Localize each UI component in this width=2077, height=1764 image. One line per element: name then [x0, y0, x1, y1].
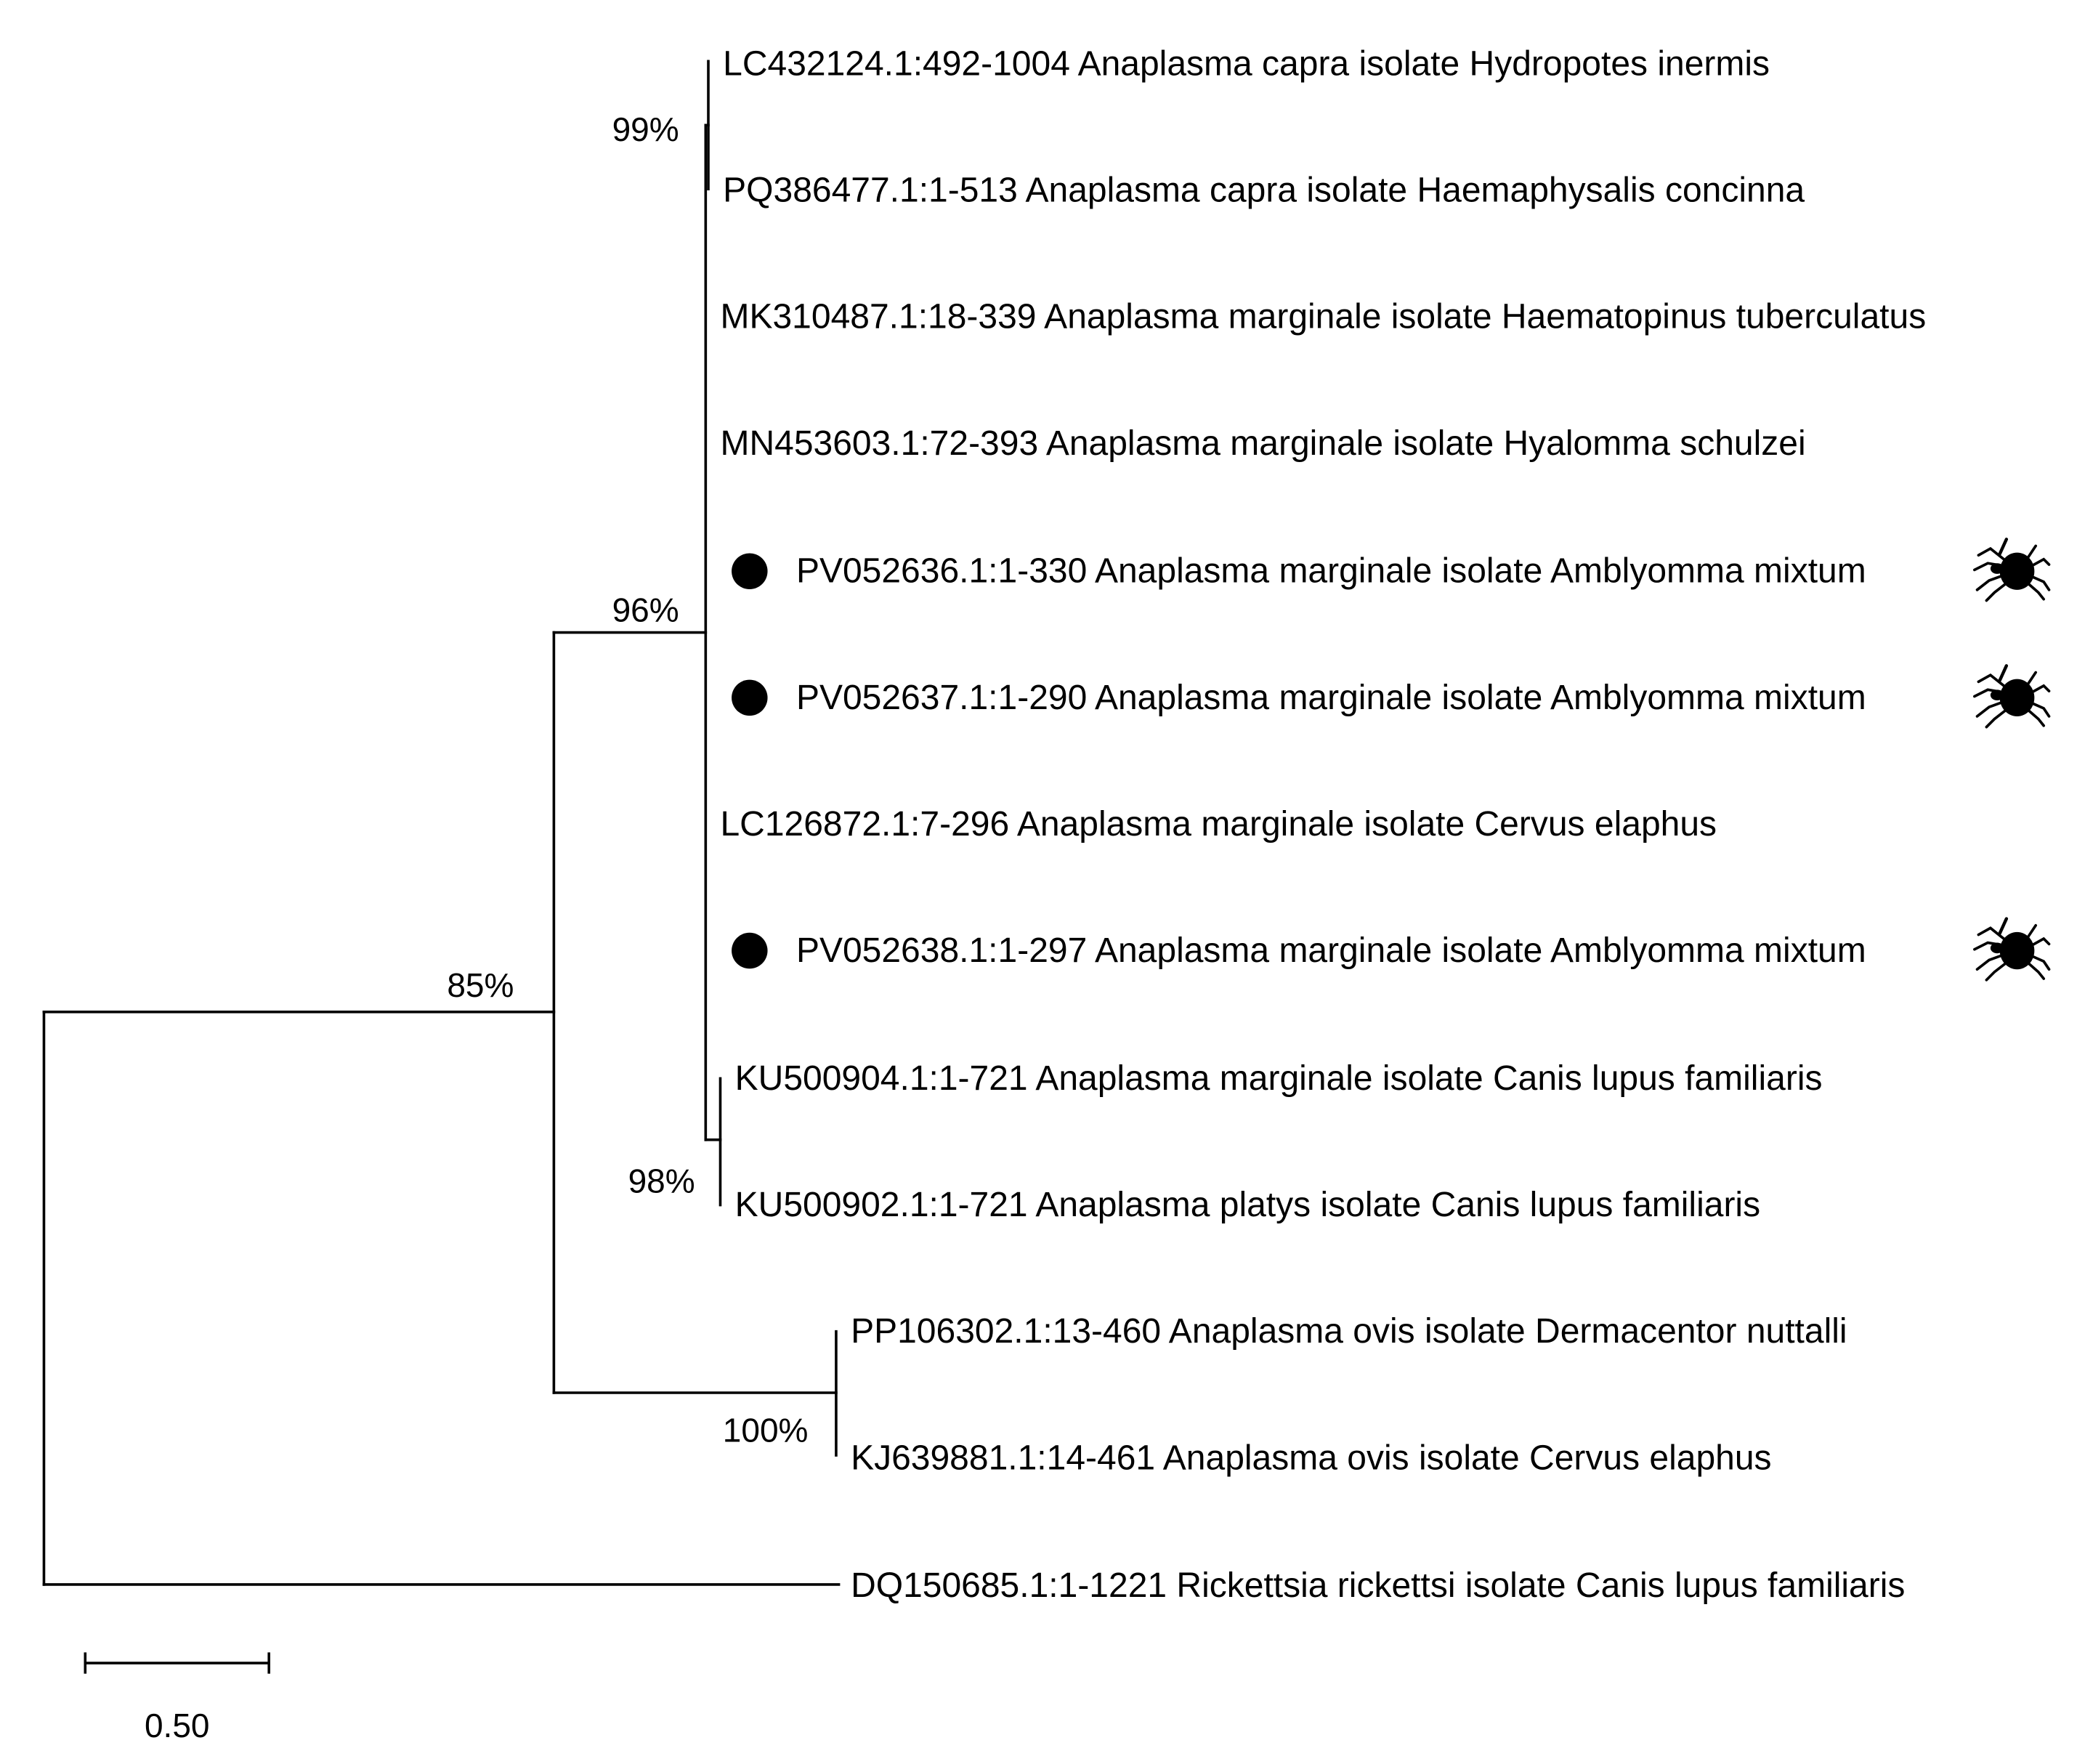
leaf-label-lc432124: LC432124.1:492-1004 Anaplasma capra isol… — [723, 44, 1770, 83]
support-anaplasma-clade: 96% — [612, 591, 679, 628]
filled-circle-icon — [732, 553, 768, 589]
leaf-markers — [732, 553, 768, 969]
support-root: 85% — [447, 966, 514, 1004]
filled-circle-icon — [732, 679, 768, 716]
leaf-label-pq386477: PQ386477.1:1-513 Anaplasma capra isolate… — [723, 171, 1805, 210]
filled-circle-icon — [732, 932, 768, 969]
leaf-label-ku500904: KU500904.1:1-721 Anaplasma marginale iso… — [735, 1059, 1823, 1098]
tick-silhouette-icon — [1973, 917, 2051, 982]
leaf-label-ku500902: KU500902.1:1-721 Anaplasma platys isolat… — [735, 1186, 1760, 1224]
leaf-label-pv052637: PV052637.1:1-290 Anaplasma marginale iso… — [796, 679, 1866, 717]
scale-bar-label: 0.50 — [145, 1707, 210, 1744]
leaf-labels: LC432124.1:492-1004 Anaplasma capra isol… — [720, 44, 1926, 1605]
leaf-label-pp106302: PP106302.1:13-460 Anaplasma ovis isolate… — [851, 1312, 1847, 1351]
leaf-label-dq150685: DQ150685.1:1-1221 Rickettsia rickettsi i… — [851, 1566, 1905, 1605]
support-canis-pair: 98% — [628, 1162, 695, 1200]
support-values: 85% 96% 99% 98% 100% — [447, 110, 808, 1449]
scale-bar: 0.50 — [84, 1652, 271, 1744]
leaf-label-kj639881: KJ639881.1:14-461 Anaplasma ovis isolate… — [851, 1439, 1771, 1477]
tick-silhouette-icon — [1973, 664, 2051, 729]
leaf-label-mn453603: MN453603.1:72-393 Anaplasma marginale is… — [720, 424, 1805, 463]
support-capra-pair: 99% — [612, 110, 679, 148]
tree-branches — [42, 60, 841, 1586]
tick-silhouette-icon — [1973, 538, 2051, 602]
leaf-label-pv052636: PV052636.1:1-330 Anaplasma marginale iso… — [796, 552, 1866, 591]
leaf-label-mk310487: MK310487.1:18-339 Anaplasma marginale is… — [720, 298, 1926, 336]
support-ovis-pair: 100% — [723, 1411, 809, 1449]
tick-icons — [1973, 538, 2051, 982]
leaf-label-pv052638: PV052638.1:1-297 Anaplasma marginale iso… — [796, 931, 1866, 970]
leaf-label-lc126872: LC126872.1:7-296 Anaplasma marginale iso… — [720, 805, 1717, 843]
